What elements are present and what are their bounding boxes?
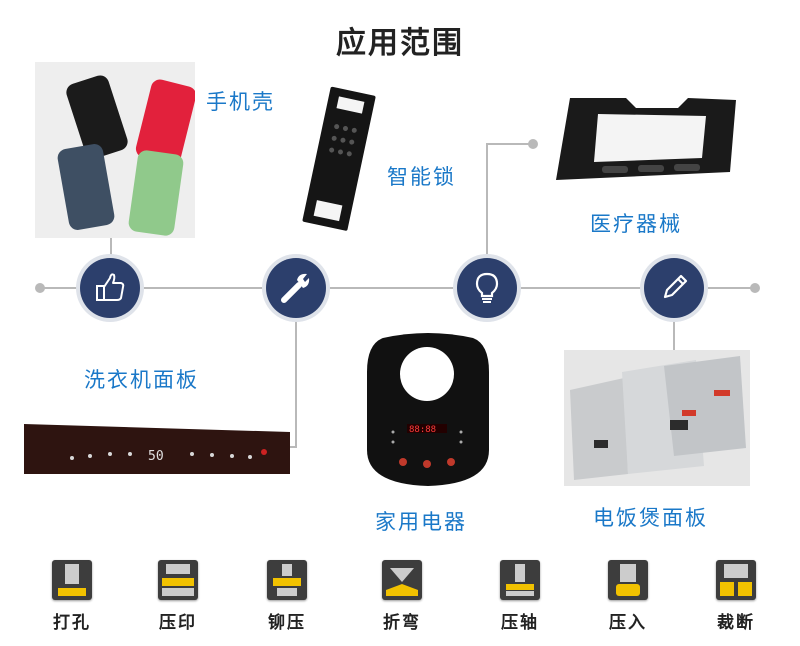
connector-washer	[295, 312, 297, 447]
washer-display: 50	[148, 449, 164, 464]
punch-icon	[52, 560, 92, 600]
connector-medical	[486, 143, 488, 259]
connector-medical-h	[486, 143, 532, 145]
wrench-icon	[281, 273, 310, 303]
phone-case-image	[35, 62, 197, 238]
thumbs-up-icon	[96, 273, 125, 301]
bend-icon	[382, 560, 422, 600]
label-rice-cooker-panel: 电饭煲面板	[593, 506, 708, 530]
press-in-icon	[608, 560, 648, 600]
process-label: 压轴	[501, 613, 539, 633]
emboss-icon	[158, 560, 198, 600]
press-axis-icon	[500, 560, 540, 600]
thumbs-up-circle	[80, 258, 140, 318]
timeline-line	[40, 287, 755, 289]
medical-device-image	[540, 92, 745, 192]
process-label: 打孔	[53, 613, 91, 633]
timeline-end-dot	[750, 283, 760, 293]
process-label: 压入	[609, 613, 647, 633]
label-appliance: 家用电器	[375, 510, 467, 534]
label-washer-panel: 洗衣机面板	[84, 368, 199, 392]
cooker-display: 88:88	[409, 425, 436, 435]
wrench-circle	[266, 258, 326, 318]
process-label: 压印	[159, 613, 197, 633]
appliance-panel-image: 88:88	[363, 332, 493, 490]
rivet-icon	[267, 560, 307, 600]
connector-medical-dot	[528, 139, 538, 149]
cut-icon	[716, 560, 756, 600]
washer-panel-image: 50	[22, 420, 292, 476]
label-medical: 医疗器械	[590, 212, 682, 236]
timeline-start-dot	[35, 283, 45, 293]
label-smart-lock: 智能锁	[387, 165, 456, 189]
pencil-icon	[663, 274, 688, 299]
bulb-circle	[457, 258, 517, 318]
rice-cooker-panel-image	[564, 350, 750, 486]
process-label: 折弯	[383, 613, 421, 633]
pencil-circle	[644, 258, 704, 318]
connector-cooker	[673, 312, 675, 357]
page-title: 应用范围	[336, 26, 464, 61]
label-phone-case: 手机壳	[206, 90, 275, 114]
process-label: 铆压	[268, 613, 306, 633]
smart-lock-image	[300, 84, 380, 234]
lightbulb-icon	[475, 272, 499, 303]
process-label: 裁断	[717, 613, 755, 633]
